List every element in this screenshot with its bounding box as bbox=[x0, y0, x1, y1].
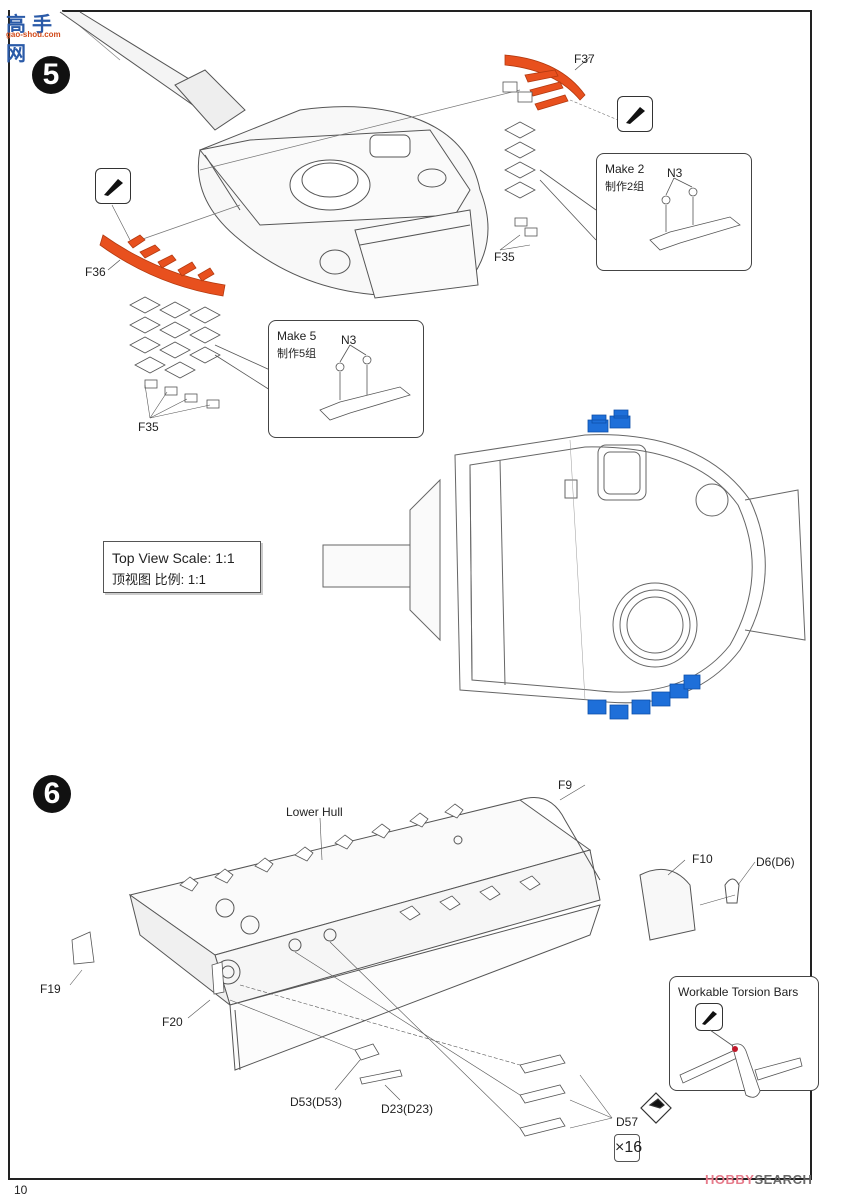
scale-label-en: Top View Scale: 1:1 bbox=[112, 550, 235, 566]
cut-knife-icon bbox=[617, 96, 653, 132]
watermark-brand: HOBBY bbox=[705, 1172, 755, 1187]
part-label-lower-hull: Lower Hull bbox=[286, 805, 343, 819]
callout-make-5: Make 5 制作5组 N3 bbox=[268, 320, 424, 438]
scale-label-cn: 顶视图 比例: 1:1 bbox=[112, 572, 206, 587]
part-label-f36: F36 bbox=[85, 265, 106, 279]
part-label-d53: D53(D53) bbox=[290, 1095, 343, 1109]
part-label-d6: D6(D6) bbox=[756, 855, 795, 869]
sprue-f36 bbox=[99, 234, 226, 297]
highlighted-track-links bbox=[587, 409, 701, 720]
track-links-left bbox=[129, 296, 221, 409]
part-label-f35-left: F35 bbox=[138, 420, 159, 434]
callout-make-2-subtitle: 制作2组 bbox=[605, 181, 645, 193]
flip-icon bbox=[640, 1092, 672, 1124]
lower-hull-drawing bbox=[128, 797, 740, 1071]
part-label-f9: F9 bbox=[558, 778, 573, 792]
watermark-suffix: SEARCH bbox=[754, 1172, 813, 1187]
part-label-n3: N3 bbox=[341, 333, 357, 347]
part-label-d23: D23(D23) bbox=[381, 1102, 434, 1116]
callout-make-2: Make 2 制作2组 N3 bbox=[596, 153, 752, 271]
return-rollers bbox=[179, 803, 541, 921]
callout-make-2-title: Make 2 bbox=[605, 162, 645, 176]
callout-workable-torsion-bars: Workable Torsion Bars bbox=[669, 976, 819, 1091]
part-label-f35-right: F35 bbox=[494, 250, 515, 264]
turret-top-view-drawing bbox=[322, 434, 806, 704]
turret-perspective-drawing bbox=[59, 11, 521, 299]
step-5-number: 5 bbox=[32, 56, 70, 94]
part-label-n3: N3 bbox=[667, 166, 683, 180]
torsion-arms bbox=[71, 931, 566, 1137]
callout-make-5-subtitle: 制作5组 bbox=[277, 348, 317, 360]
part-label-f20: F20 bbox=[162, 1015, 183, 1029]
callout-make-5-title: Make 5 bbox=[277, 329, 317, 343]
callout-torsion-title: Workable Torsion Bars bbox=[678, 985, 799, 999]
page-frame bbox=[8, 10, 812, 1180]
part-label-d57: D57 bbox=[616, 1115, 639, 1129]
f35-leader-left bbox=[144, 384, 211, 419]
step6-leader-lines bbox=[69, 784, 756, 1129]
part-label-f10: F10 bbox=[692, 852, 713, 866]
part-label-f19: F19 bbox=[40, 982, 61, 996]
track-links-right bbox=[502, 81, 538, 237]
site-logo-url: gao-shou.com bbox=[6, 30, 61, 39]
cut-knife-icon bbox=[95, 168, 131, 204]
cut-knife-icon bbox=[695, 1003, 723, 1031]
site-logo-text: 高手网 bbox=[6, 14, 58, 65]
site-logo: 高手网 gao-shou.com bbox=[6, 8, 68, 65]
top-view-scale-box: Top View Scale: 1:1 顶视图 比例: 1:1 bbox=[103, 541, 261, 593]
quantity-badge: ×16 bbox=[614, 1134, 642, 1162]
step-6-number: 6 bbox=[33, 775, 71, 813]
page-number: 10 bbox=[14, 1183, 28, 1197]
watermark: HOBBYSEARCH bbox=[705, 1172, 812, 1187]
part-label-f37: F37 bbox=[574, 52, 595, 66]
